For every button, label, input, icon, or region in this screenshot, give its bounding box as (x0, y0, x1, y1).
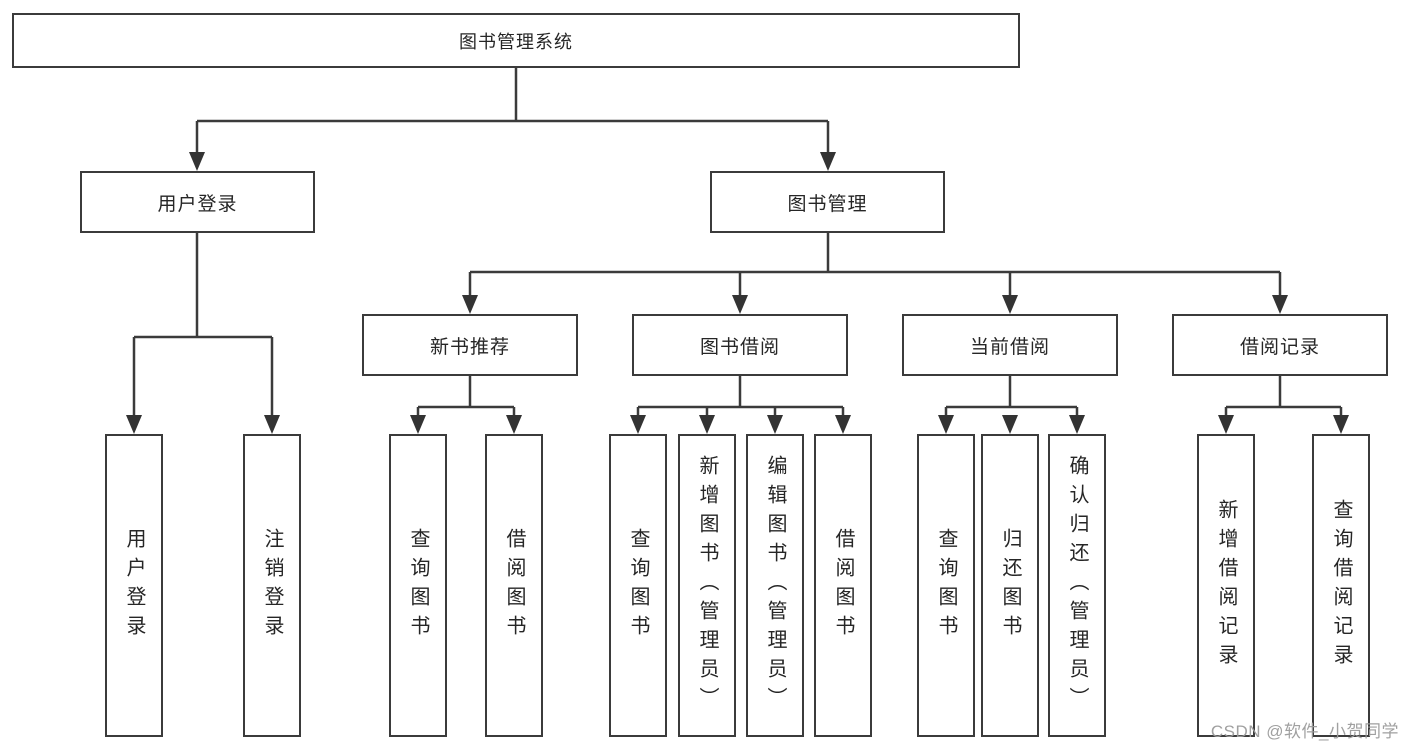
leaf-edit-books-admin-label: 编辑图书（管理员） (764, 455, 786, 716)
leaf-query-books-borrow-label: 查询图书 (627, 527, 649, 644)
leaf-add-books-admin: 新增图书（管理员） (678, 434, 736, 737)
leaf-add-borrow-record-label: 新增借阅记录 (1215, 498, 1237, 673)
watermark: CSDN @软件_小贺同学 (1210, 722, 1399, 741)
leaf-user-login: 用户登录 (105, 434, 163, 737)
leaf-logout: 注销登录 (243, 434, 301, 737)
arrowheads (126, 152, 1349, 434)
leaf-confirm-return-admin: 确认归还（管理员） (1048, 434, 1106, 737)
node-current-borrow-label: 当前借阅 (969, 336, 1050, 358)
leaf-query-books-recommend: 查询图书 (389, 434, 447, 737)
node-book-management: 图书管理 (710, 171, 945, 233)
node-user-login-label: 用户登录 (157, 193, 238, 215)
leaf-return-books: 归还图书 (981, 434, 1039, 737)
leaf-borrow-books: 借阅图书 (814, 434, 872, 737)
leaf-query-borrow-record-label: 查询借阅记录 (1330, 498, 1352, 673)
leaf-borrow-books-recommend: 借阅图书 (485, 434, 543, 737)
leaf-confirm-return-admin-label: 确认归还（管理员） (1066, 455, 1088, 716)
leaf-edit-books-admin: 编辑图书（管理员） (746, 434, 804, 737)
leaf-query-books-current: 查询图书 (917, 434, 975, 737)
leaf-borrow-books-recommend-label: 借阅图书 (503, 527, 525, 644)
node-current-borrow: 当前借阅 (902, 314, 1118, 376)
leaf-query-books-recommend-label: 查询图书 (407, 527, 429, 644)
node-book-borrow: 图书借阅 (632, 314, 848, 376)
node-book-management-label: 图书管理 (787, 193, 868, 215)
leaf-add-borrow-record: 新增借阅记录 (1197, 434, 1255, 737)
leaf-query-books-borrow: 查询图书 (609, 434, 667, 737)
connector-lines (132, 68, 1343, 416)
node-new-book-recommend-label: 新书推荐 (429, 336, 510, 358)
node-book-borrow-label: 图书借阅 (699, 336, 780, 358)
node-root-label: 图书管理系统 (459, 31, 573, 52)
node-root: 图书管理系统 (12, 13, 1020, 68)
leaf-logout-label: 注销登录 (261, 527, 283, 644)
leaf-borrow-books-label: 借阅图书 (832, 527, 854, 644)
leaf-return-books-label: 归还图书 (999, 527, 1021, 644)
node-user-login: 用户登录 (80, 171, 315, 233)
leaf-add-books-admin-label: 新增图书（管理员） (696, 455, 718, 716)
node-new-book-recommend: 新书推荐 (362, 314, 578, 376)
leaf-query-borrow-record: 查询借阅记录 (1312, 434, 1370, 737)
node-borrow-records-label: 借阅记录 (1239, 336, 1320, 358)
node-borrow-records: 借阅记录 (1172, 314, 1388, 376)
leaf-query-books-current-label: 查询图书 (935, 527, 957, 644)
leaf-user-login-label: 用户登录 (123, 527, 145, 644)
